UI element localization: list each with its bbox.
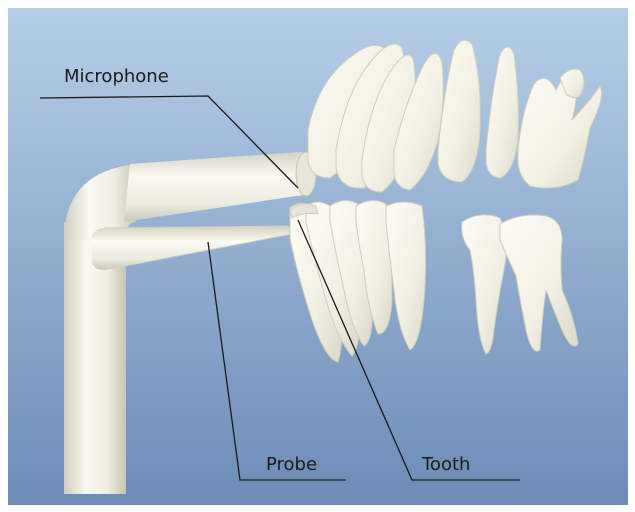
tooth-label: Tooth xyxy=(421,454,470,475)
microphone-label: Microphone xyxy=(64,66,169,87)
probe-label: Probe xyxy=(266,454,317,475)
